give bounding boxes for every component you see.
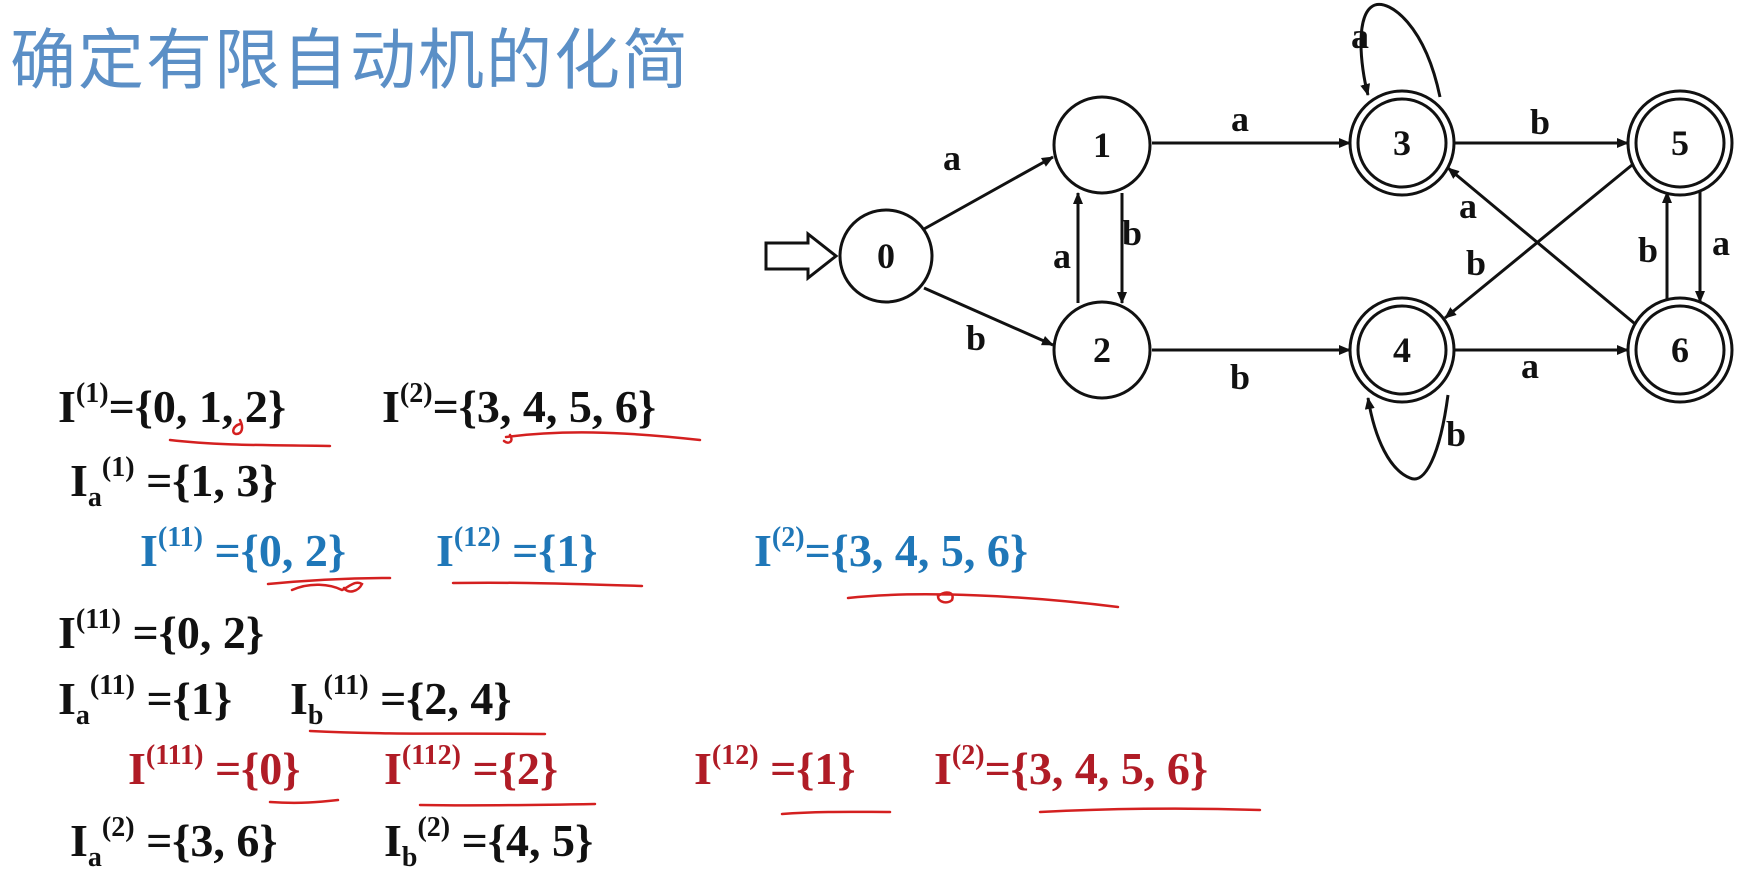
edge-3-5-label: b [1530,102,1550,142]
eq-row3-part1: I(11) ={0, 2} [140,521,346,576]
underline-row3-c [846,593,1120,609]
underline-row5 [308,729,547,736]
underline-row1-b [504,431,702,442]
state-2 [1052,300,1152,400]
underline-row6-b [418,802,597,807]
eq-row4: I(11) ={0, 2} [58,603,264,658]
eq-row1-part1: I(1)={0, 1, 2} [58,377,287,432]
eq-row6-part1: I(111) ={0} [128,739,301,794]
edge-1-2-label: b [1122,213,1142,253]
start-arrow-icon [764,230,839,282]
scribble-row3-c [936,591,954,604]
eq-row6-part3: I(12) ={1} [694,739,856,794]
state-1 [1052,95,1152,195]
edge-2-4-label: b [1230,357,1250,397]
state-0 [838,208,934,304]
state-3-inner-ring [1356,97,1448,189]
edge-0-2 [923,286,1054,347]
underline-row6-c [780,810,892,816]
edge-6-3-label: a [1459,186,1477,226]
state-5-inner-ring [1634,97,1726,189]
state-4-label: 4 [1393,330,1411,370]
state-2-label: 2 [1093,330,1111,370]
eq-row3-part3: I(2)={3, 4, 5, 6} [754,521,1029,576]
state-1-label: 1 [1093,125,1111,165]
underline-row1-a [168,438,332,448]
state-4-inner-ring [1356,304,1448,396]
scribble-4 [502,433,513,444]
edge-5-6-label: a [1712,223,1730,263]
underline-row3-a [266,576,392,586]
eq-row2: Ia(1) ={1, 3} [70,451,278,514]
eq-row6-part2: I(112) ={2} [384,739,558,794]
edge-1-3-label: a [1231,99,1249,139]
eq-row7-part1: Ia(2) ={3, 6} [70,811,278,874]
eq-row3-part2: I(12) ={1} [436,521,598,576]
edge-0-2-label: b [966,318,986,358]
underline-row3-b [451,581,644,588]
edge-4-4 [1364,394,1450,481]
edge-4-6-label: a [1521,346,1539,386]
eq-row7-part2: Ib(2) ={4, 5} [384,811,594,874]
eq-row1-part2: I(2)={3, 4, 5, 6} [382,377,657,432]
underline-row6-d [1038,807,1262,814]
page-title: 确定有限自动机的化简 [10,22,690,99]
state-6-label: 6 [1671,330,1689,370]
eq-row5-part1: Ia(11) ={1} [58,669,232,732]
state-3-label: 3 [1393,123,1411,163]
edge-5-4-label: b [1466,243,1486,283]
edge-6-3 [1447,166,1641,330]
edge-6-5-label: b [1638,230,1658,270]
state-5-label: 5 [1671,123,1689,163]
edge-0-1-label: a [943,138,961,178]
edge-0-1 [923,155,1054,231]
state-0-label: 0 [877,236,895,276]
eq-row5-part2: Ib(11) ={2, 4} [290,669,512,732]
edge-3-3 [1359,2,1442,98]
edge-4-4-label: b [1446,414,1466,454]
edge-3-3-label: a [1351,16,1369,56]
eq-row6-part4: I(2)={3, 4, 5, 6} [934,739,1209,794]
edge-2-1-label: a [1053,236,1071,276]
scribble-row3 [290,581,364,593]
scribble-1 [231,418,244,436]
underline-row6-a [268,798,340,805]
state-6-inner-ring [1634,304,1726,396]
